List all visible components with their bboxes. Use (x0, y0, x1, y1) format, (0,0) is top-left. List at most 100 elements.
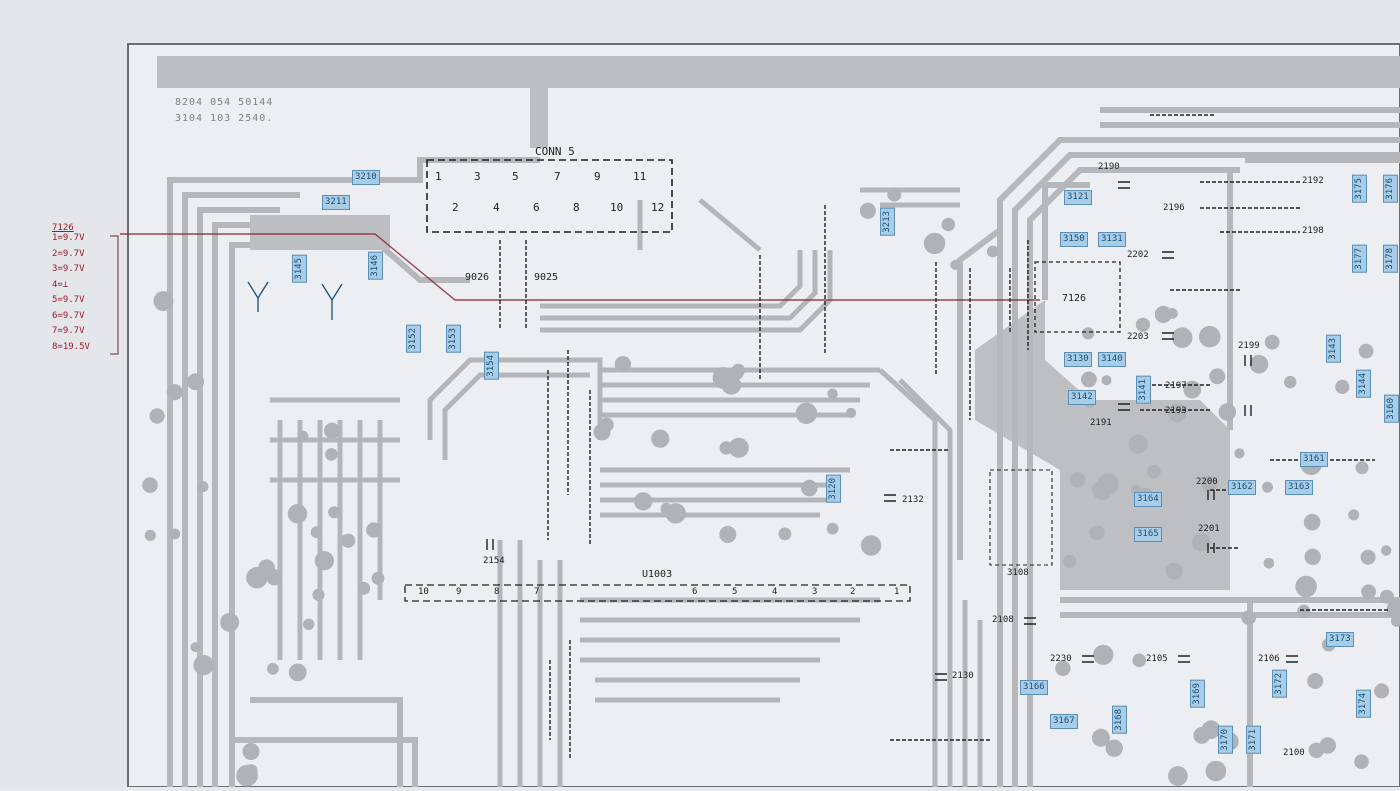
ic-legend-pin: 2=9.7V (52, 248, 85, 259)
u1003-pin: 5 (732, 587, 738, 597)
solder-pad (651, 429, 670, 448)
solder-pad (1234, 448, 1245, 459)
solder-pad (986, 245, 999, 258)
solder-pad (1390, 615, 1400, 627)
u1003-pin: 7 (534, 587, 540, 597)
solder-pad (634, 492, 653, 511)
solder-pad (728, 437, 749, 458)
solder-pad (614, 356, 632, 373)
component-tag: 3131 (1098, 232, 1126, 247)
solder-pad (267, 662, 279, 675)
solder-pad (1205, 760, 1227, 782)
solder-pad (1348, 509, 1360, 521)
solder-pad (1063, 554, 1077, 569)
solder-pad (860, 535, 882, 556)
component-tag: 3210 (352, 170, 380, 185)
component-tag: 3154 (484, 352, 499, 380)
solder-pad (193, 654, 214, 676)
component-tag: 3120 (826, 475, 841, 503)
u1003-pin: 8 (494, 587, 500, 597)
jumper-9025-label: 9025 (534, 272, 559, 283)
solder-pad (1201, 475, 1218, 492)
solder-pad (144, 529, 156, 542)
solder-pad (297, 430, 309, 442)
component-tag: 3140 (1098, 352, 1126, 367)
u1003-pin: 4 (772, 587, 778, 597)
solder-pad (1093, 644, 1114, 665)
component-tag: 3163 (1285, 480, 1313, 495)
component-tag: 3152 (406, 325, 421, 353)
component-tag: 3178 (1383, 245, 1398, 273)
solder-pad (166, 384, 183, 401)
u1003-pin: 1 (894, 587, 900, 597)
component-tag: 3164 (1134, 492, 1162, 507)
ic-legend-pin: 3=9.7V (52, 264, 85, 274)
solder-pad (1192, 533, 1211, 552)
solder-pad (845, 407, 857, 418)
solder-pad (242, 743, 260, 760)
solder-pad (950, 259, 961, 270)
solder-pad (1249, 354, 1269, 374)
ic7126-label: 7126 (1062, 293, 1087, 304)
solder-pad (314, 551, 334, 571)
c2108-label: 2108 (992, 615, 1014, 625)
component-tag: 3172 (1272, 670, 1287, 698)
solder-pad (1295, 575, 1317, 598)
c2132-label: 2132 (902, 495, 924, 505)
c2106-label: 2106 (1258, 654, 1280, 664)
solder-pad (312, 588, 325, 602)
solder-pad (142, 477, 158, 493)
component-tag: 3142 (1068, 390, 1096, 405)
solder-pad (1132, 653, 1146, 668)
solder-pad (1082, 327, 1095, 340)
connector-pin: 7 (554, 170, 561, 183)
solder-pad (153, 291, 174, 312)
connector-pin: 10 (610, 201, 624, 214)
ic-legend-pin: 4=⊥ (52, 279, 69, 290)
solder-pad (190, 642, 201, 653)
solder-pad (310, 526, 323, 539)
c2130-label: 2130 (952, 671, 974, 681)
component-tag: 3211 (322, 195, 350, 210)
solder-pad (1360, 549, 1376, 565)
solder-pad (1218, 403, 1237, 421)
c2198-label: 2198 (1302, 226, 1324, 236)
solder-pad (287, 504, 308, 524)
jumper-9026-label: 9026 (465, 272, 490, 283)
component-tag: 3213 (880, 208, 895, 236)
solder-pad (719, 526, 737, 543)
component-tag: 3166 (1020, 680, 1048, 695)
solder-pad (1284, 375, 1297, 389)
u1003-pin: 3 (812, 587, 818, 597)
solder-pad (1380, 589, 1394, 604)
c2202-label: 2202 (1127, 250, 1149, 260)
connector-pin: 3 (474, 170, 481, 183)
solder-pad (1304, 548, 1321, 565)
solder-pad (371, 571, 385, 585)
solder-pad (1355, 461, 1369, 475)
solder-pad (1308, 742, 1325, 758)
solder-pad (778, 527, 792, 541)
solder-pad (1081, 371, 1097, 388)
solder-pad (1193, 727, 1211, 744)
component-tag: 3130 (1064, 352, 1092, 367)
solder-pad (721, 375, 742, 395)
solder-pad (887, 187, 902, 202)
u1003-label: U1003 (642, 569, 673, 580)
solder-pad (169, 528, 181, 540)
part-code-line-1: 8204 054 50144 (175, 97, 274, 108)
component-tag: 3161 (1300, 452, 1328, 467)
c2197-label: 2197 (1165, 381, 1187, 391)
solder-pad (197, 481, 209, 493)
solder-pad (941, 217, 956, 232)
component-tag: 3175 (1352, 175, 1367, 203)
solder-pad (593, 423, 611, 441)
c2193-label: 2193 (1165, 406, 1187, 416)
solder-pad (303, 618, 315, 630)
ic-legend-pin: 6=9.7V (52, 310, 85, 321)
c2190-label: 2190 (1098, 162, 1120, 172)
c2230-label: 2230 (1050, 654, 1072, 664)
component-tag: 3171 (1246, 726, 1261, 754)
solder-pad (1374, 683, 1390, 699)
solder-pad (325, 448, 338, 461)
